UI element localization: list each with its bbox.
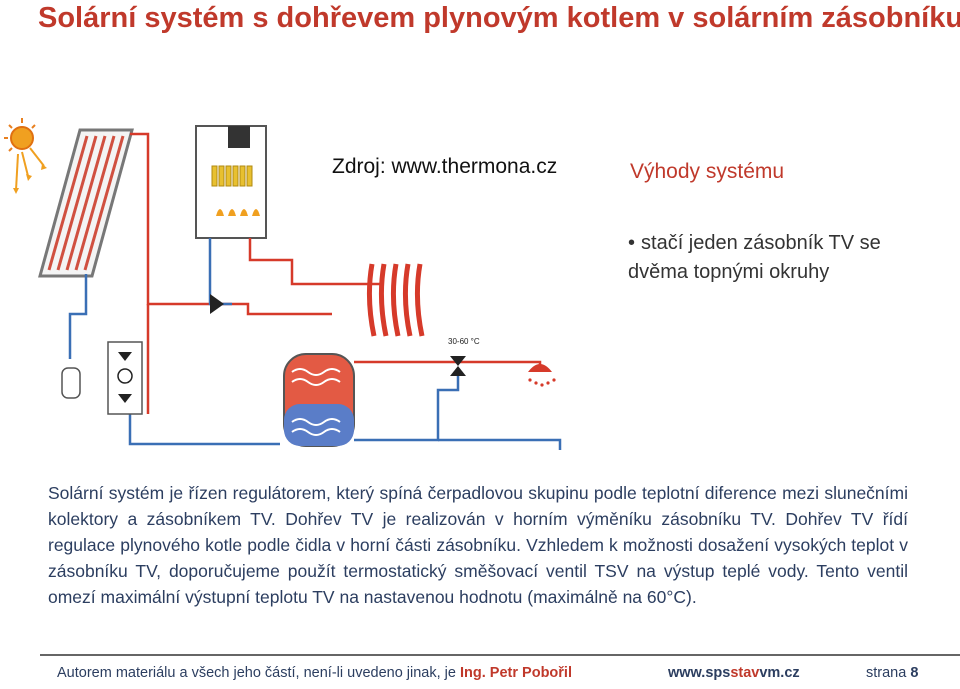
expansion-vessel (61, 367, 81, 399)
page-title: Solární systém s dohřevem plynovým kotle… (38, 2, 960, 34)
web-part-c: vm.cz (759, 665, 800, 681)
pump-group (107, 341, 143, 415)
thermostat-label: 30-60 °C (448, 337, 480, 346)
source-credit: Zdroj: www.thermona.cz (332, 155, 558, 178)
solar-system-diagram: 30-60 °C (4, 118, 562, 450)
web-part-a: www.sps (668, 665, 731, 681)
author-name: Ing. Petr Pobořil (460, 665, 572, 681)
page-number: 8 (910, 665, 919, 681)
footer-author: Autorem materiálu a všech jeho částí, ne… (57, 665, 572, 681)
description-paragraph: Solární systém je řízen regulátorem, kte… (48, 483, 908, 607)
gas-boiler (195, 125, 267, 239)
storage-tank (283, 353, 355, 447)
thermostatic-valve: 30-60 °C (448, 337, 480, 376)
page-label: strana (866, 665, 907, 681)
solar-collector (38, 128, 134, 278)
sun-icon (4, 118, 47, 194)
upper-heat-exchanger (366, 263, 425, 337)
web-part-b: stav (730, 665, 760, 681)
footer-page: strana 8 (866, 665, 918, 681)
advantages-heading: Výhody systému (630, 160, 785, 183)
mixing-valve (210, 294, 224, 314)
footer-website[interactable]: www.spsstavvm.cz (668, 665, 800, 681)
bullet-marker: • (628, 232, 636, 254)
advantage-item: •stačí jeden zásobník TV se dvěma topným… (628, 229, 928, 287)
shower-icon (528, 364, 556, 387)
author-prefix: Autorem materiálu a všech jeho částí, ne… (57, 665, 456, 681)
advantage-text: stačí jeden zásobník TV se dvěma topnými… (628, 232, 881, 283)
footer-divider (40, 654, 960, 656)
